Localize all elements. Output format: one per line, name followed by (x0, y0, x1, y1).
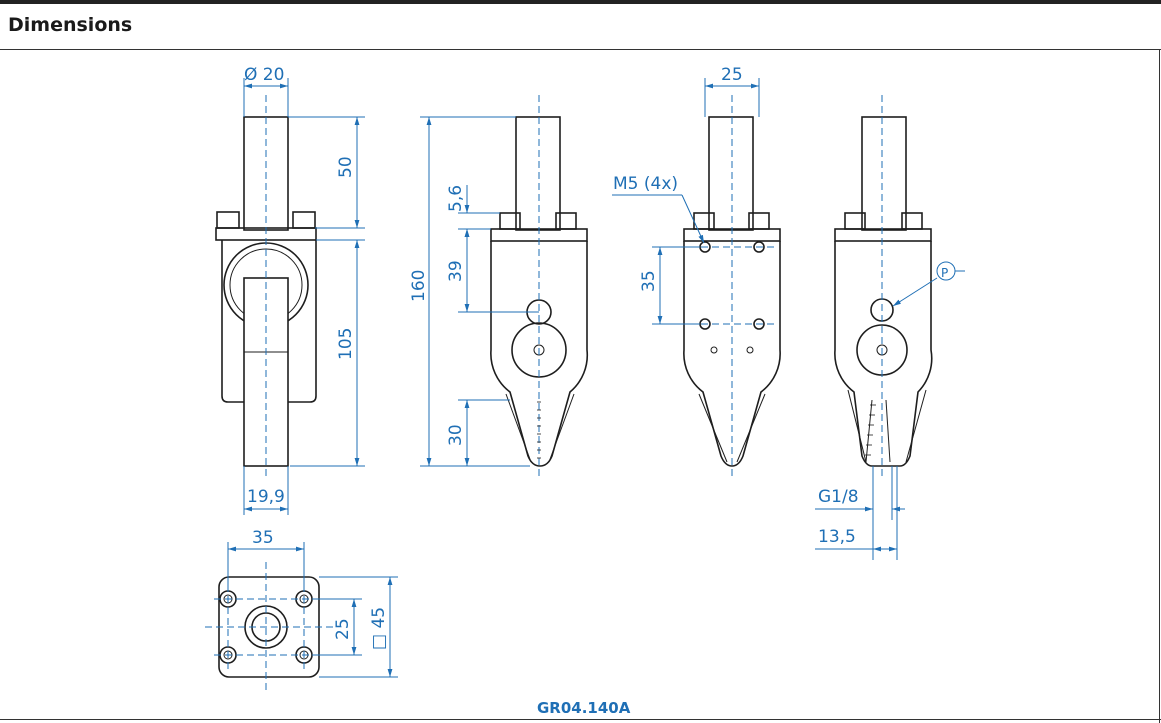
dim-thread: M5 (4x) (613, 174, 678, 194)
dim-port-offset: 39 (446, 260, 466, 282)
section-title: Dimensions (8, 14, 133, 36)
dim-body-length: 105 (336, 328, 356, 360)
pressure-port-label: P (941, 266, 948, 280)
top-rule (0, 0, 1161, 4)
flange-view: 35 25 □ 45 (205, 528, 398, 690)
header-divider (0, 49, 1161, 50)
dim-flange-square: □ 45 (369, 607, 389, 650)
port-jaw-teeth (865, 404, 876, 456)
dim-port-thread: G1/8 (818, 487, 859, 507)
dim-flange-hole-spacing: 25 (333, 618, 353, 640)
dim-total-length: 160 (409, 270, 429, 302)
dim-jaw-width: 19,9 (247, 487, 285, 507)
dim-jaw-length: 30 (446, 424, 466, 446)
dim-thread-spacing: 35 (639, 270, 659, 292)
dim-flange-spacing: 35 (252, 528, 274, 548)
dim-jaw-offset: 13,5 (818, 527, 856, 547)
dim-diameter: Ø 20 (244, 65, 284, 85)
side-view: Ø 20 50 105 19,9 (215, 65, 365, 515)
dim-flange-thickness: 5,6 (446, 185, 466, 212)
jaw-teeth (537, 401, 541, 459)
back-view: 25 M5 (4x) 35 (612, 65, 781, 478)
front-view: 160 5,6 39 30 (409, 95, 589, 478)
drawing-caption: GR04.140A (537, 699, 631, 717)
right-border (1159, 49, 1160, 723)
dim-shaft-length: 50 (336, 156, 356, 178)
dim-bolt-spacing: 25 (721, 65, 743, 85)
port-view: P G1/8 13,5 (815, 95, 965, 560)
bottom-border (0, 719, 1161, 720)
